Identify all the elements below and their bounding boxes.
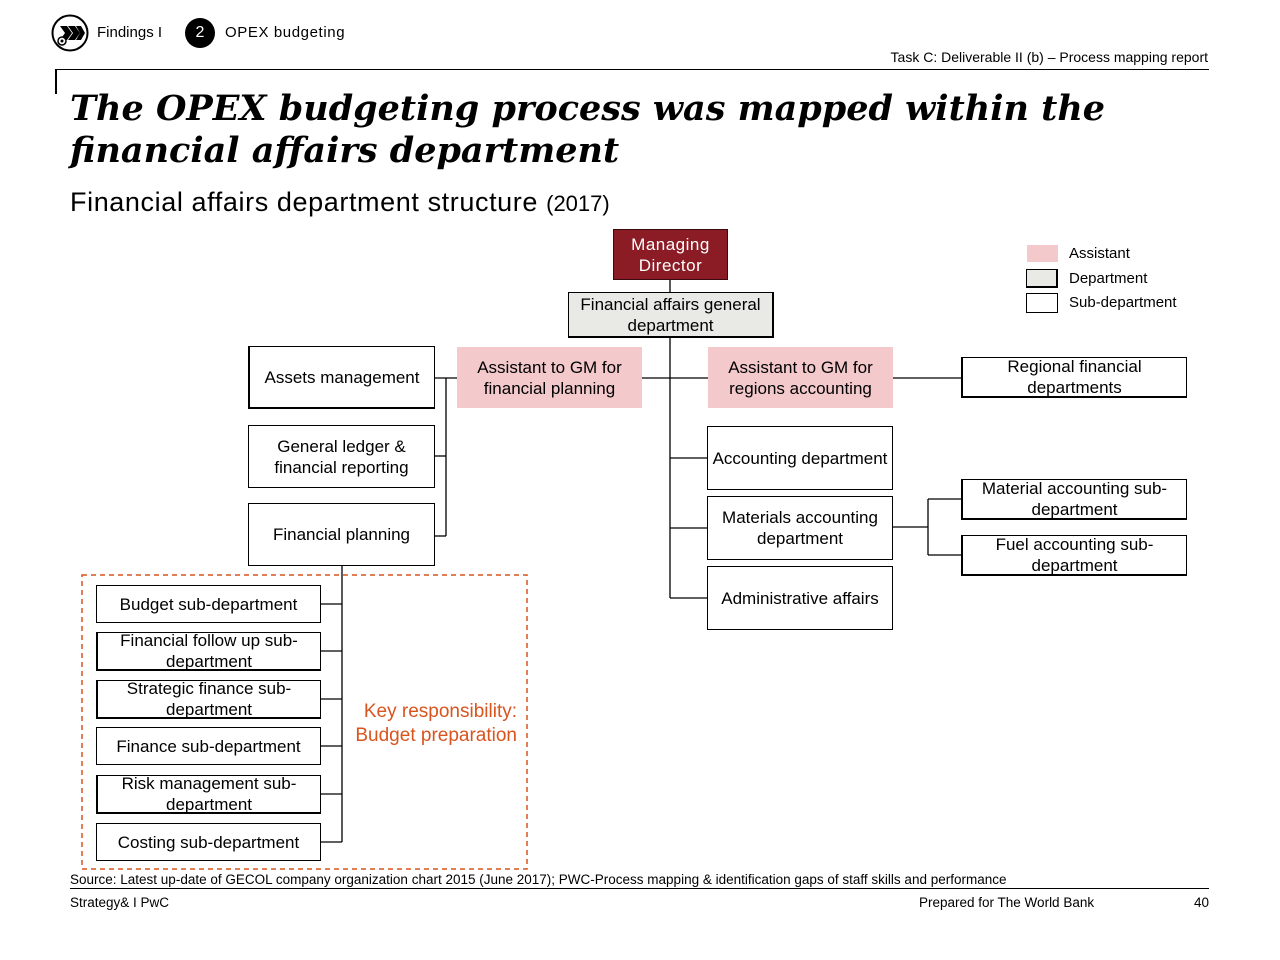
header-rule	[55, 69, 1209, 70]
finance-sub-box: Finance sub-department	[96, 727, 321, 765]
legend-label-sub-department: Sub-department	[1069, 294, 1177, 311]
managing-director-box: Managing Director	[613, 229, 728, 280]
fuel-accounting-sub-box: Fuel accounting sub-department	[961, 535, 1187, 576]
source-note: Source: Latest up-date of GECOL company …	[70, 872, 1007, 887]
administrative-affairs-label: Administrative affairs	[721, 588, 879, 608]
step-number: 2	[195, 24, 205, 41]
fuel-accounting-sub-label: Fuel accounting sub-department	[995, 535, 1154, 575]
budget-sub-box: Budget sub-department	[96, 585, 321, 623]
assistant-regions-box: Assistant to GM for regions accounting	[708, 347, 893, 408]
legend-swatch-sub-department	[1026, 293, 1058, 313]
assets-management-box: Assets management	[248, 346, 435, 409]
section-label: Findings I	[97, 24, 163, 41]
legend-swatch-department	[1026, 269, 1058, 288]
finance-sub-label: Finance sub-department	[116, 736, 301, 756]
footer-brand: Strategy& I PwC	[70, 895, 170, 910]
assistant-planning-box: Assistant to GM for financial planning	[457, 347, 642, 408]
material-accounting-sub-label: Material accounting sub-department	[981, 479, 1168, 519]
financial-planning-label: Financial planning	[272, 525, 411, 544]
findings-icon	[51, 14, 89, 52]
strategic-finance-sub-label: Strategic finance sub-department	[126, 679, 292, 719]
task-label: Task C: Deliverable II (b) – Process map…	[890, 49, 1208, 65]
page-title: The OPEX budgeting process was mapped wi…	[70, 88, 1106, 171]
key-responsibility-line2: Budget preparation	[355, 725, 517, 746]
accounting-department-box: Accounting department	[707, 426, 893, 490]
administrative-affairs-box: Administrative affairs	[707, 566, 893, 630]
follow-up-sub-label: Financial follow up sub-department	[120, 631, 298, 671]
legend-label-department: Department	[1069, 270, 1148, 287]
assistant-planning-label: Assistant to GM for financial planning	[477, 357, 622, 398]
follow-up-sub-box: Financial follow up sub-department	[96, 631, 321, 671]
legend-label-assistant: Assistant	[1069, 245, 1130, 262]
chart-subtitle: Financial affairs department structure (…	[70, 187, 610, 218]
budget-sub-label: Budget sub-department	[119, 594, 298, 614]
strategic-finance-sub-box: Strategic finance sub-department	[96, 679, 321, 719]
chart-subtitle-year: (2017)	[546, 191, 610, 216]
general-ledger-label: General ledger & financial reporting	[274, 436, 409, 477]
managing-director-label: Managing Director	[631, 234, 710, 275]
materials-accounting-box: Materials accounting department	[707, 496, 893, 560]
key-responsibility-line1: Key responsibility:	[363, 701, 517, 722]
page-number: 40	[1194, 895, 1210, 910]
regional-departments-box: Regional financial departments	[961, 357, 1187, 398]
regional-departments-label: Regional financial departments	[1007, 357, 1142, 397]
assistant-regions-label: Assistant to GM for regions accounting	[728, 357, 873, 398]
legend-swatch-assistant	[1027, 245, 1058, 262]
costing-sub-label: Costing sub-department	[117, 832, 300, 852]
financial-planning-box: Financial planning	[248, 503, 435, 566]
general-department-label: Financial affairs general department	[580, 294, 761, 335]
footer-rule	[70, 888, 1209, 889]
general-department-box: Financial affairs general department	[568, 292, 774, 338]
footer-prepared: Prepared for The World Bank	[919, 895, 1095, 910]
step-number-badge: 2	[185, 18, 215, 48]
step-title: OPEX budgeting	[225, 24, 346, 41]
assets-management-label: Assets management	[264, 367, 420, 387]
materials-accounting-label: Materials accounting department	[722, 508, 878, 548]
material-accounting-sub-box: Material accounting sub-department	[961, 479, 1187, 520]
costing-sub-box: Costing sub-department	[96, 823, 321, 861]
key-responsibility-note: Key responsibility: Budget preparation	[340, 700, 517, 748]
risk-management-sub-label: Risk management sub-department	[121, 774, 297, 814]
accounting-department-label: Accounting department	[712, 448, 888, 468]
risk-management-sub-box: Risk management sub-department	[96, 774, 321, 814]
header-rule-tick	[55, 69, 57, 94]
general-ledger-box: General ledger & financial reporting	[248, 425, 435, 488]
chart-subtitle-main: Financial affairs department structure	[70, 187, 539, 217]
